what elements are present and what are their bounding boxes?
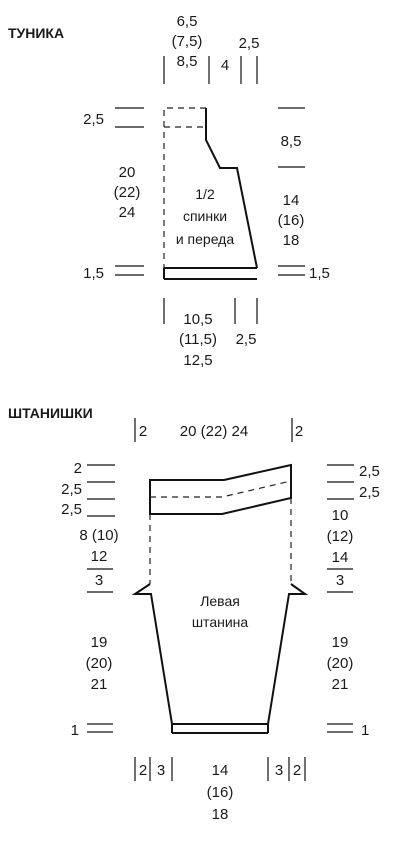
pants-bottom-r2: 2 (293, 762, 301, 779)
tunic-bottom-width-2: (11,5) (179, 331, 217, 348)
tunic-bottom-side: 2,5 (236, 331, 257, 348)
tunic-right-top: 8,5 (281, 133, 302, 150)
pants-piece-label-1: Левая (200, 593, 240, 609)
tunic-right-bottom: 1,5 (309, 265, 330, 282)
tunic-top-width-2: (7,5) (172, 33, 203, 50)
pants-bottom-r1: 3 (275, 762, 283, 779)
tunic-top-shoulder: 2,5 (239, 35, 260, 52)
pants-bottom-width-1: 14 (212, 762, 229, 779)
pants-piece-label-2: штанина (192, 614, 249, 630)
pants-bottom-width-3: 18 (212, 806, 229, 823)
tunic-piece (163, 107, 258, 280)
tunic-title: ТУНИКА (8, 25, 64, 41)
tunic-bottom-width-3: 12,5 (183, 352, 212, 369)
tunic-bottom-ticks (163, 298, 258, 324)
pants-left-3: 2,5 (61, 501, 82, 518)
tunic-right-height-3: 18 (283, 232, 300, 249)
pants-right-6: 3 (336, 572, 344, 589)
pants-right-1: 2,5 (359, 463, 380, 480)
pants-right-8: (20) (327, 655, 354, 672)
tunic-piece-label-1: 1/2 (195, 186, 215, 202)
tunic-left-top: 2,5 (83, 111, 104, 128)
pants-right-9: 21 (332, 676, 349, 693)
pants-right-7: 19 (332, 634, 349, 651)
pants-bottom-ticks (134, 757, 306, 781)
pants-top-left: 2 (139, 423, 147, 440)
pants-left-6: 3 (95, 572, 103, 589)
tunic-right-height-1: 14 (283, 192, 300, 209)
tunic-left-height-1: 20 (119, 164, 136, 181)
pants-right-2: 2,5 (359, 484, 380, 501)
pants-top-width: 20 (22) 24 (180, 423, 248, 440)
tunic-top-width-3: 8,5 (177, 53, 198, 70)
tunic-left-height-2: (22) (114, 184, 141, 201)
pants-left-8: (20) (86, 655, 113, 672)
pants-top-ticks (134, 418, 293, 442)
pants-bottom-l1: 2 (139, 762, 147, 779)
pants-left-1: 2 (74, 460, 82, 477)
tunic-piece-label-2: спинки (183, 208, 227, 224)
pants-right-5: 14 (332, 549, 349, 566)
pants-left-9: 21 (91, 676, 108, 693)
tunic-piece-label-3: и переда (176, 231, 235, 247)
pants-left-7: 19 (91, 634, 108, 651)
tunic-top-width-1: 6,5 (177, 13, 198, 30)
pants-piece (131, 463, 309, 734)
pants-left-2: 2,5 (61, 481, 82, 498)
pants-left-4: 8 (10) (79, 527, 118, 544)
tunic-left-height-3: 24 (119, 204, 136, 221)
pants-bottom-l2: 3 (157, 762, 165, 779)
pants-top-right: 2 (295, 423, 303, 440)
pants-right-3: 10 (332, 507, 349, 524)
tunic-top-neck: 4 (221, 57, 229, 74)
tunic-right-height-2: (16) (278, 212, 305, 229)
pants-title: ШТАНИШКИ (8, 405, 93, 421)
pants-right-10: 1 (361, 722, 369, 739)
tunic-top-ticks (163, 56, 258, 84)
pants-bottom-width-2: (16) (207, 784, 234, 801)
tunic-left-bottom: 1,5 (83, 265, 104, 282)
pants-right-4: (12) (327, 528, 354, 545)
tunic-bottom-width-1: 10,5 (183, 311, 212, 328)
pants-left-10: 1 (71, 722, 79, 739)
pants-left-5: 12 (91, 548, 108, 565)
